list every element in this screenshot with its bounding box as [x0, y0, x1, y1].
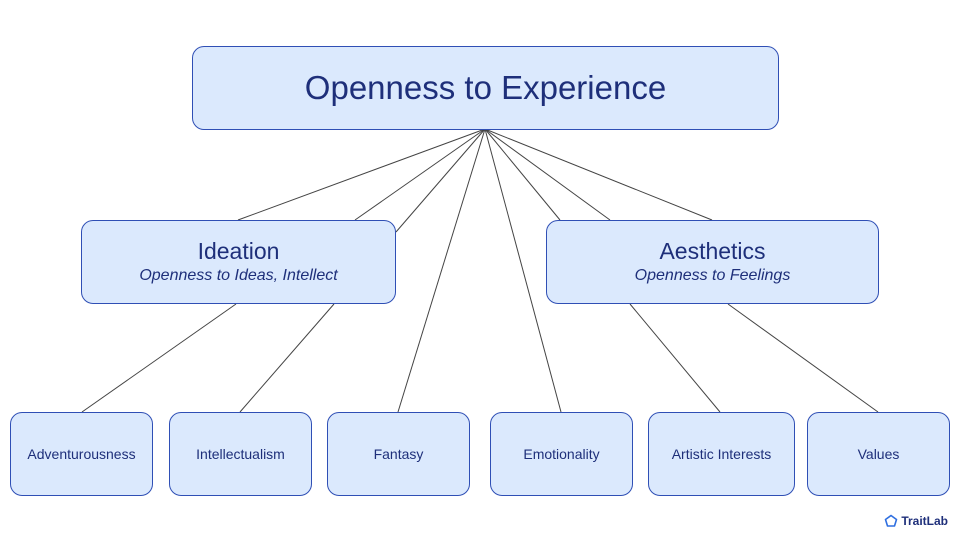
connector-aesthetics-artistic: [629, 303, 721, 413]
aesthetics-title: Aesthetics: [659, 238, 766, 264]
facet-node-adventurousness: Adventurousness: [10, 412, 153, 496]
facet-node-fantasy: Fantasy: [327, 412, 470, 496]
connector-ideation-intellectualism: [239, 303, 335, 413]
connector-root-emotionality: [484, 128, 562, 413]
brand-logo: TraitLab: [884, 514, 948, 528]
facet-node-artistic-interests: Artistic Interests: [648, 412, 795, 496]
facet-node-intellectualism: Intellectualism: [169, 412, 312, 496]
connector-root-ideation-b: [354, 128, 486, 221]
facet-label: Intellectualism: [196, 446, 285, 462]
connector-root-aesthetics-c: [484, 128, 713, 221]
connector-root-fantasy: [397, 128, 486, 413]
facet-label: Emotionality: [523, 446, 600, 462]
connector-aesthetics-values: [727, 303, 879, 413]
aesthetics-node: Aesthetics Openness to Feelings: [546, 220, 879, 304]
ideation-title: Ideation: [197, 238, 280, 264]
root-title: Openness to Experience: [304, 69, 667, 106]
facet-node-emotionality: Emotionality: [490, 412, 633, 496]
ideation-subtitle: Openness to Ideas, Intellect: [139, 267, 338, 284]
root-node: Openness to Experience: [192, 46, 779, 130]
connector-root-ideation-c: [395, 128, 486, 233]
connector-root-aesthetics-a: [484, 128, 561, 221]
connector-root-ideation-a: [237, 128, 486, 221]
facet-label: Adventurousness: [27, 446, 136, 462]
brand-name: TraitLab: [901, 514, 948, 528]
aesthetics-subtitle: Openness to Feelings: [634, 267, 791, 284]
connector-ideation-adventurousness: [81, 303, 237, 413]
pentagon-icon: [885, 514, 898, 527]
ideation-node: Ideation Openness to Ideas, Intellect: [81, 220, 396, 304]
facet-node-values: Values: [807, 412, 950, 496]
facet-label: Artistic Interests: [671, 446, 772, 462]
facet-label: Fantasy: [373, 446, 424, 462]
facet-label: Values: [857, 446, 900, 462]
connector-root-aesthetics-b: [484, 128, 611, 221]
